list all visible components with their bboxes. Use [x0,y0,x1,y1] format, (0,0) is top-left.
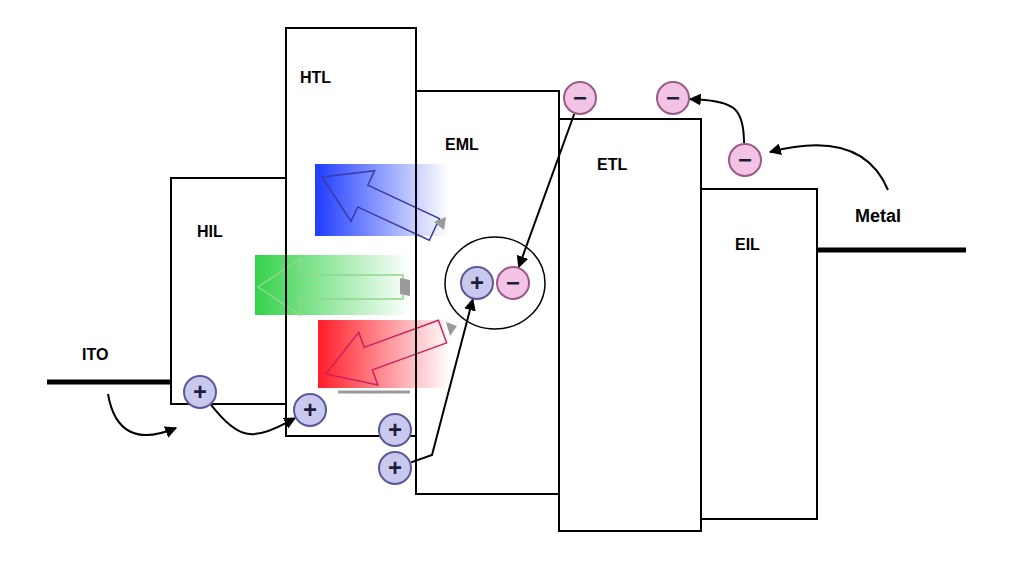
charge-sign: − [506,271,520,295]
arrow-shadow [446,322,457,336]
arrow-shadow [434,217,446,230]
charge-sign: − [738,148,752,172]
layer-name: HTL [300,69,331,87]
red-emission-band [318,320,450,388]
anode-electrode [47,380,172,385]
arrow-shadow [400,278,410,296]
cathode-electrode [818,248,966,253]
energy-level-box: HIL [170,177,287,405]
electron-charge: − [728,143,762,177]
electrode-label-box: Metal [855,206,901,227]
injection-arrow [108,394,176,435]
charge-sign: + [303,398,317,422]
layer-name: EML [445,136,479,154]
electrode-label-box: ITO [82,346,108,364]
charge-transport-arrow [211,405,295,434]
exciton-ellipse [445,237,545,329]
charge-sign: − [666,86,680,110]
layer-name: HIL [197,223,223,241]
charge-sign: + [388,456,402,480]
red-emission-arrow [316,305,452,400]
electron-charge: − [496,266,530,300]
charge-sign: + [193,380,207,404]
charge-transport-arrow [690,99,744,143]
green-emission-arrow [258,259,403,315]
charge-sign: + [388,418,402,442]
layer-name: EIL [735,236,760,254]
charge-sign: + [470,271,484,295]
energy-level-box: HTL [285,27,417,437]
layer-name: ETL [597,156,627,174]
hole-charge: + [378,451,412,485]
electron-charge: − [563,81,597,115]
green-emission-band [255,255,410,315]
hole-charge: + [293,393,327,427]
electrode-label: Metal [855,206,901,227]
hole-charge: + [378,413,412,447]
charge-sign: − [573,86,587,110]
hole-charge: + [460,266,494,300]
electron-charge: − [656,81,690,115]
charge-transport-arrow [411,299,473,462]
energy-level-box: ETL [558,118,702,532]
hole-charge: + [183,375,217,409]
energy-level-box: EIL [700,188,818,520]
injection-arrow [770,145,888,190]
blue-emission-arrow [310,152,446,255]
charge-transport-arrow [519,114,574,267]
electrode-label: ITO [82,346,108,364]
energy-level-box: EML +− [415,90,560,495]
arrow-shadow [338,391,410,394]
